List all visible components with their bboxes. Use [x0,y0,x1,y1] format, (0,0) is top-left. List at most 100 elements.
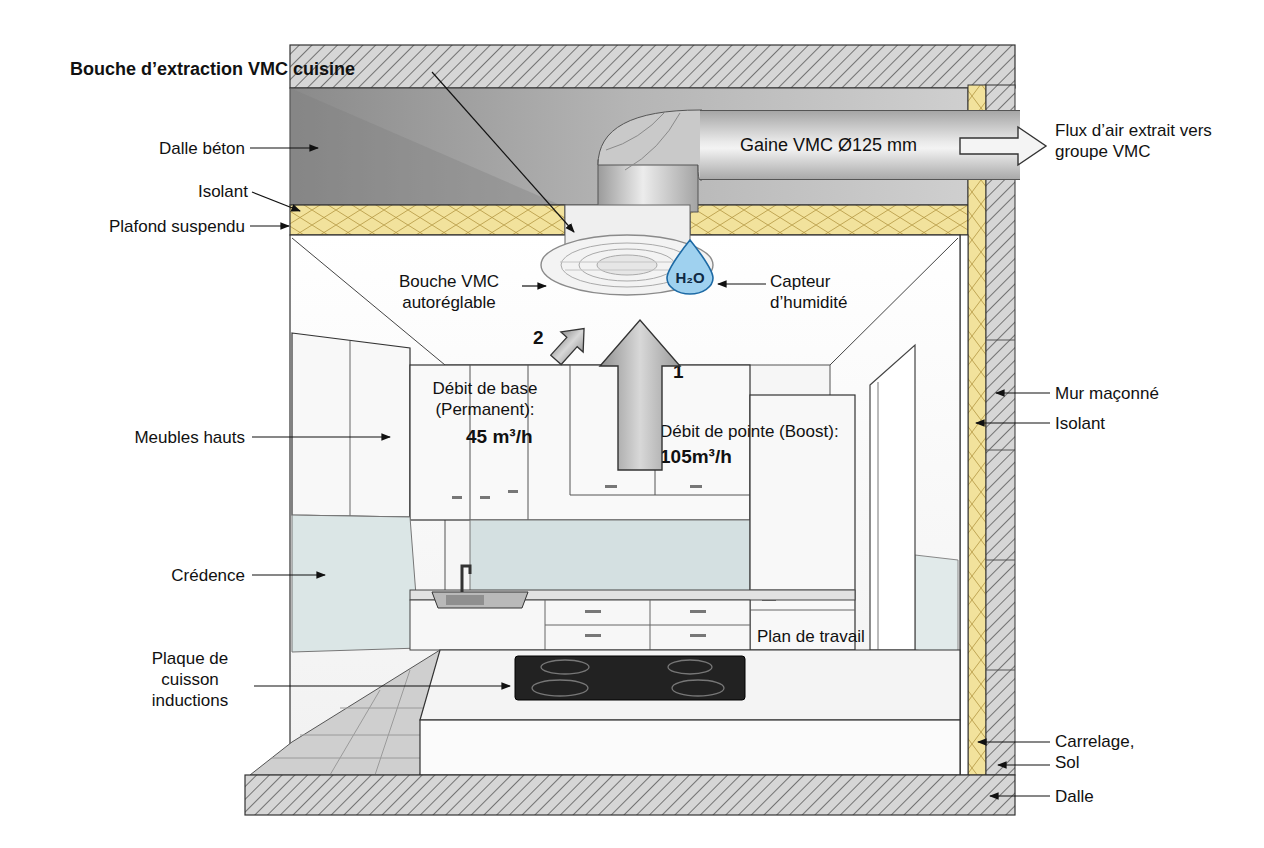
upper-cabinets [480,496,490,499]
right-wall [986,85,1015,775]
tall-cabinet [750,345,915,650]
right-wall [960,85,1015,775]
sink-counter [432,592,528,608]
leader-lines [250,72,1050,796]
leader-lines [978,741,1050,742]
title-callout: Bouche d’extraction VMC cuisine [70,58,355,80]
induction-hob [672,680,724,696]
part-label: Débit de base (Permanent): [405,378,565,420]
leader-lines [250,225,289,226]
floor-tiles [272,670,430,775]
right-wall [960,235,968,775]
node-text: H₂O [675,269,704,296]
part-label: Dalle [1055,786,1094,807]
sink-counter [462,566,470,592]
boost-flow-arrow [600,320,680,470]
drop-outline [664,238,716,296]
upper-cabinets [605,485,617,488]
exhaust-arrow [960,127,1046,165]
upper-cabinets [508,490,518,493]
extract-vent [597,255,657,275]
leader-lines [432,72,574,232]
leader-lines [252,436,390,437]
humidity-drop: H₂O [664,238,716,296]
floor-tiles [250,650,440,775]
duct-body: Gaine VMC Ø125 mm [700,110,1020,180]
part-label: Mur maçonné [1055,383,1159,404]
leader-lines [990,795,1050,796]
duct-elbow [598,110,702,212]
base-flow-arrow [545,319,595,370]
leader-lines [522,285,546,286]
leader-lines [996,392,1050,393]
node-text: Gaine VMC Ø125 mm [740,135,917,156]
part-label: Plan de travail [757,626,865,647]
callout-number: 2 [533,327,544,348]
induction-hob [532,680,588,696]
right-wall [968,85,986,775]
ceiling-insulation [690,205,968,235]
leader-lines [250,147,318,148]
leader-lines [252,192,300,211]
room [830,238,958,365]
part-label: Plaque de cuisson inductions [130,648,250,711]
backsplash [470,520,750,592]
part-label: Isolant [100,181,248,202]
leader-lines [998,764,1050,765]
flow-rate: 45 m³/h [466,426,533,447]
backsplash [292,515,958,655]
part-label: Meubles hauts [60,427,245,448]
part-label: Crédence [60,565,245,586]
concrete-slab [290,88,560,205]
sink-counter [545,600,750,650]
extract-vent [541,235,713,295]
island-counter [420,720,960,775]
part-label: Flux d’air extrait vers groupe VMC [1055,120,1220,162]
part-label: Plafond suspendu [40,216,245,237]
duct-elbow [598,160,698,212]
sink-counter [446,595,484,605]
base-flow-arrow [545,319,595,370]
top-slab-hatch [290,45,1015,88]
right-wall [986,340,1015,670]
induction-hob [515,656,745,700]
ceiling-insulation [290,205,565,235]
sink-counter [585,610,601,613]
floor-tiles [250,650,440,775]
leader-lines [976,422,1050,423]
sink-counter [690,634,706,637]
backsplash [292,515,420,652]
floor-slab [245,775,1015,815]
tall-cabinet [878,382,879,650]
induction-hob [541,660,589,674]
sink-counter [585,634,601,637]
induction-hob [668,660,712,674]
part-label: Débit de pointe (Boost): [660,421,900,442]
island-counter [420,650,960,775]
flow-rate: 105m³/h [660,446,732,467]
part-label: Bouche VMC autoréglable [380,271,518,313]
backsplash [915,555,958,655]
duct-elbow [606,112,680,170]
induction-hob [515,656,745,700]
duct-elbow [598,110,702,180]
sink-counter [690,610,706,613]
boost-flow-arrow [600,320,680,470]
tall-cabinet [870,345,915,650]
leader-lines [254,685,510,686]
exhaust-arrow [960,127,1046,165]
leader-lines [252,574,325,575]
leader-lines [718,283,766,284]
part-label: Carrelage, Sol [1055,731,1147,773]
extract-vent [579,249,675,281]
part-label: Isolant [1055,413,1105,434]
left-upper-cabinet [292,333,410,517]
top-slab-hatch [290,45,1015,88]
island-counter [420,650,960,720]
floor-slab [245,775,1015,815]
upper-cabinets [690,485,702,488]
left-upper-cabinet [350,341,351,516]
